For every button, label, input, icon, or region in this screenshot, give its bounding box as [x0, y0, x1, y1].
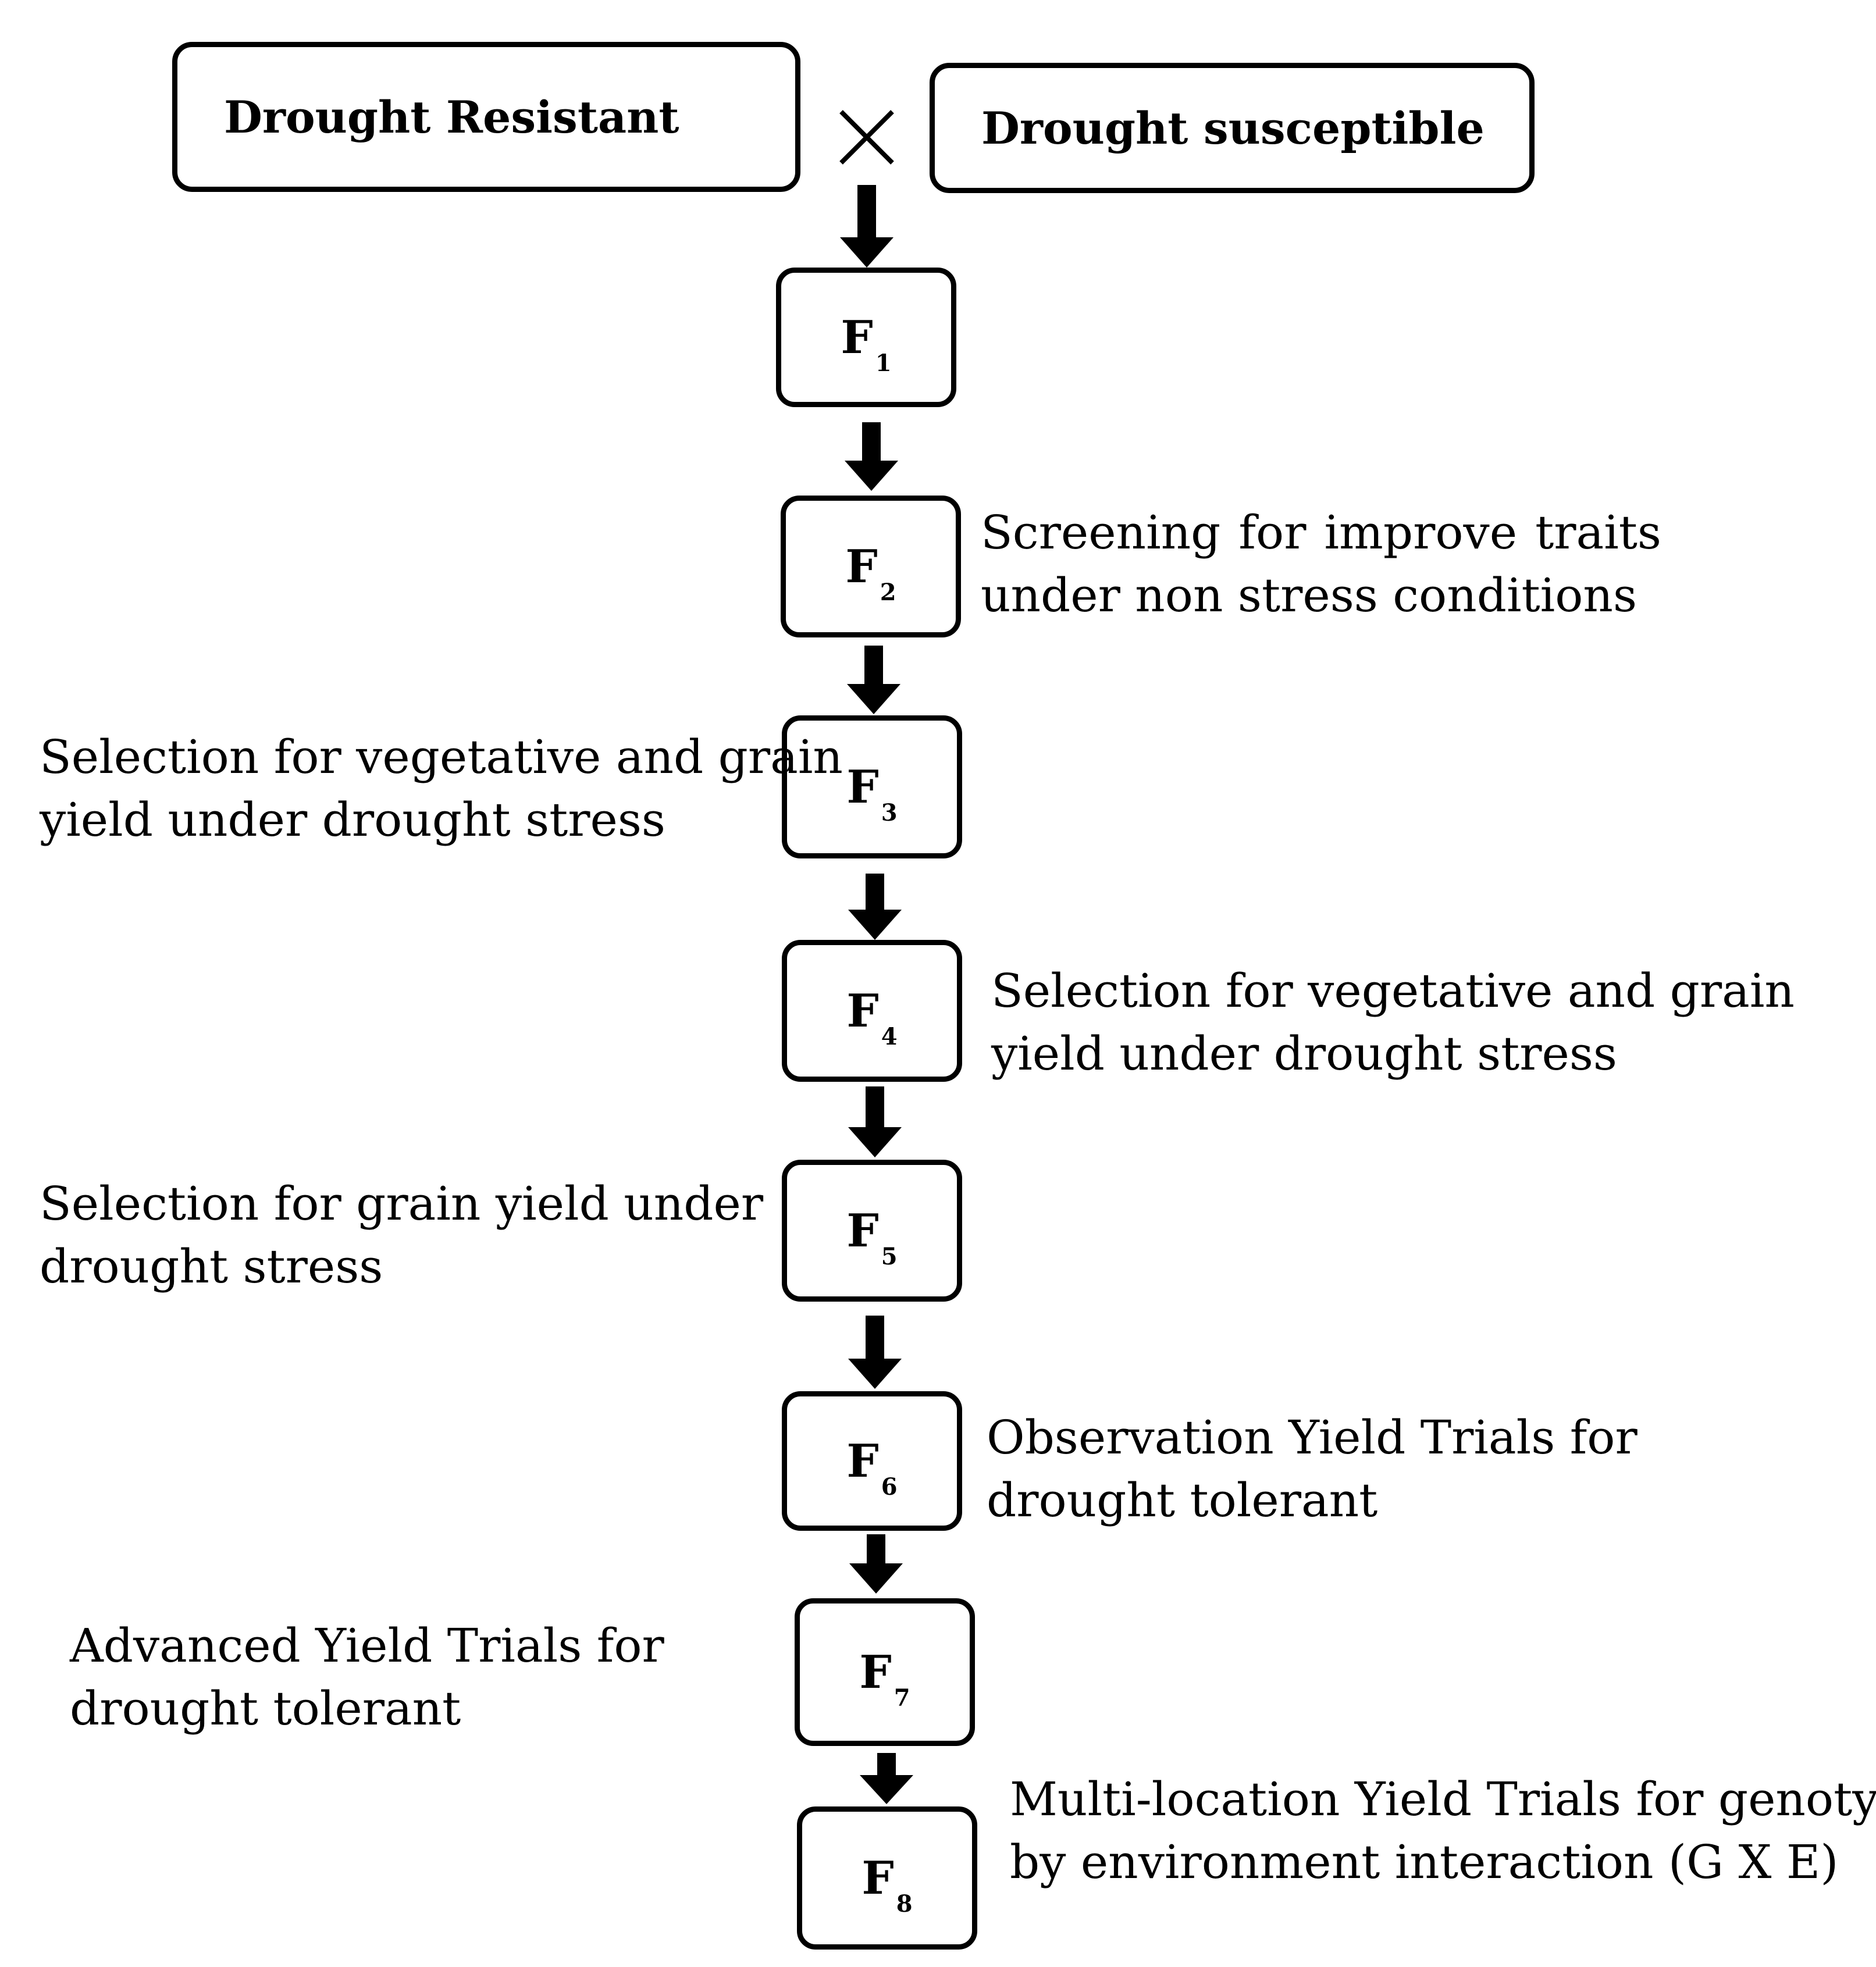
generation-f6-subscript: 6: [881, 1473, 898, 1501]
generation-f3-letter: F: [846, 760, 879, 814]
arrow-f1-to-f2: [845, 422, 898, 491]
arrow-f6-to-f7: [849, 1534, 903, 1594]
generation-f8-subscript: 8: [896, 1890, 913, 1918]
note-f4: Selection for vegetative and grain yield…: [991, 960, 1795, 1085]
note-f6-line-1: Observation Yield Trials for: [987, 1410, 1638, 1464]
generation-f8-letter: F: [862, 1851, 894, 1905]
note-f5-line-2: drought stress: [40, 1239, 383, 1293]
note-f7: Advanced Yield Trials for drought tolera…: [70, 1615, 664, 1740]
parent-drought-susceptible-label: Drought susceptible: [981, 102, 1485, 154]
note-f7-line-2: drought tolerant: [70, 1681, 461, 1736]
generation-f3-subscript: 3: [881, 799, 898, 826]
note-f8-line-1: Multi-location Yield Trials for genotype: [1010, 1772, 1876, 1826]
arrow-f5-to-f6: [848, 1316, 902, 1389]
note-f7-line-1: Advanced Yield Trials for: [70, 1619, 664, 1673]
generation-f2-subscript: 2: [880, 578, 896, 606]
note-f5-line-1: Selection for grain yield under: [40, 1177, 764, 1231]
arrow-f7-to-f8: [860, 1753, 913, 1804]
note-f4-line-2: yield under drought stress: [991, 1027, 1617, 1081]
generation-f1-letter: F: [841, 311, 873, 364]
note-f8: Multi-location Yield Trials for genotype…: [1010, 1768, 1876, 1894]
generation-f2-letter: F: [845, 540, 878, 593]
note-f2-line-2: under non stress conditions: [981, 568, 1638, 622]
note-f8-line-2: by environment interaction (G X E): [1010, 1835, 1839, 1889]
note-f3-line-1: Selection for vegetative and grain: [40, 730, 843, 784]
note-f5: Selection for grain yield under drought …: [40, 1173, 763, 1298]
arrow-f3-to-f4: [848, 874, 902, 940]
note-f3: Selection for vegetative and grain yield…: [40, 726, 843, 851]
cross-icon: [839, 110, 894, 165]
generation-f4-letter: F: [846, 984, 879, 1038]
arrow-cross-to-f1: [840, 185, 893, 268]
note-f3-line-2: yield under drought stress: [40, 793, 665, 847]
note-f2-word-2: for: [1238, 505, 1307, 560]
generation-f5-letter: F: [846, 1204, 879, 1257]
note-f4-line-1: Selection for vegetative and grain: [991, 964, 1795, 1018]
arrow-f4-to-f5: [848, 1086, 902, 1157]
generation-f5-subscript: 5: [881, 1242, 898, 1270]
parent-drought-resistant-label: Drought Resistant: [224, 91, 679, 143]
generation-f4-subscript: 4: [881, 1022, 898, 1050]
note-f2-word-4: traits: [1535, 505, 1661, 560]
note-f2-line-1: Screening for improve traits: [981, 501, 1661, 564]
note-f2: Screening for improve traits under non s…: [981, 501, 1661, 627]
generation-f1-subscript: 1: [875, 349, 892, 377]
parent-drought-resistant: Drought Resistant: [172, 42, 800, 192]
note-f6: Observation Yield Trials for drought tol…: [987, 1406, 1638, 1532]
note-f2-word-1: Screening: [981, 505, 1221, 560]
parent-drought-susceptible: Drought susceptible: [930, 63, 1535, 193]
generation-f7-subscript: 7: [893, 1684, 910, 1712]
note-f2-word-3: improve: [1324, 505, 1518, 560]
arrow-f2-to-f3: [847, 646, 900, 714]
generation-f7-letter: F: [859, 1645, 892, 1699]
generation-f6-letter: F: [846, 1434, 879, 1488]
note-f6-line-2: drought tolerant: [987, 1473, 1378, 1527]
